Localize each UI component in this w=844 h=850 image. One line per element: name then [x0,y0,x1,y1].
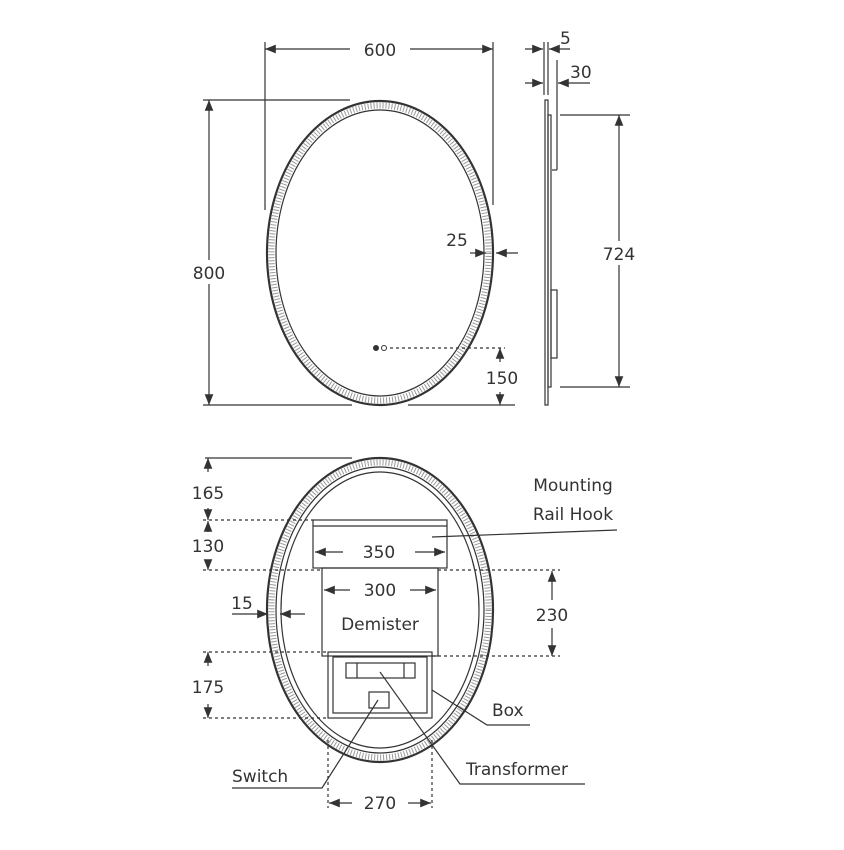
switch [368,691,390,709]
rail-width-label: 350 [363,543,395,563]
box [327,651,433,719]
mounting-rail-hook-label-line1: Mounting [533,476,613,496]
mirror-frosted-band [268,102,492,404]
depth-label: 30 [570,63,592,83]
side-view: 5 30 724 [525,29,642,406]
glass-thickness-label: 5 [560,29,571,49]
sensor-height-label: 150 [486,369,518,389]
switch-label: Switch [232,767,288,787]
demister-height-label: 230 [536,606,568,626]
rail-span-label: 724 [603,245,635,265]
front-view: 600 800 25 150 [185,38,518,407]
width-label: 600 [364,41,396,61]
mounting-rail-hook-label-line2: Rail Hook [533,505,613,525]
mirror-outer-edge [265,99,495,407]
rear-view: 165 130 175 350 300 Demister 230 15 270 … [192,456,618,814]
sensor-indicator-icon [381,345,387,351]
touch-sensor-icon [373,345,379,351]
demister-width-label: 300 [364,581,396,601]
top-offset-label: 165 [192,484,224,504]
demister-pad [321,567,439,657]
frame-inset-label: 15 [231,594,253,614]
demister-label: Demister [341,615,419,635]
mirror-inner-edge [275,109,485,397]
box-label: Box [492,701,524,721]
height-label: 800 [193,264,225,284]
transformer [345,662,416,679]
box-offset-label: 175 [192,678,224,698]
transformer-label: Transformer [465,760,568,780]
box-spacing-label: 270 [364,794,396,814]
border-label: 25 [446,231,468,251]
rail-height-label: 130 [192,537,224,557]
box-side [550,289,558,359]
